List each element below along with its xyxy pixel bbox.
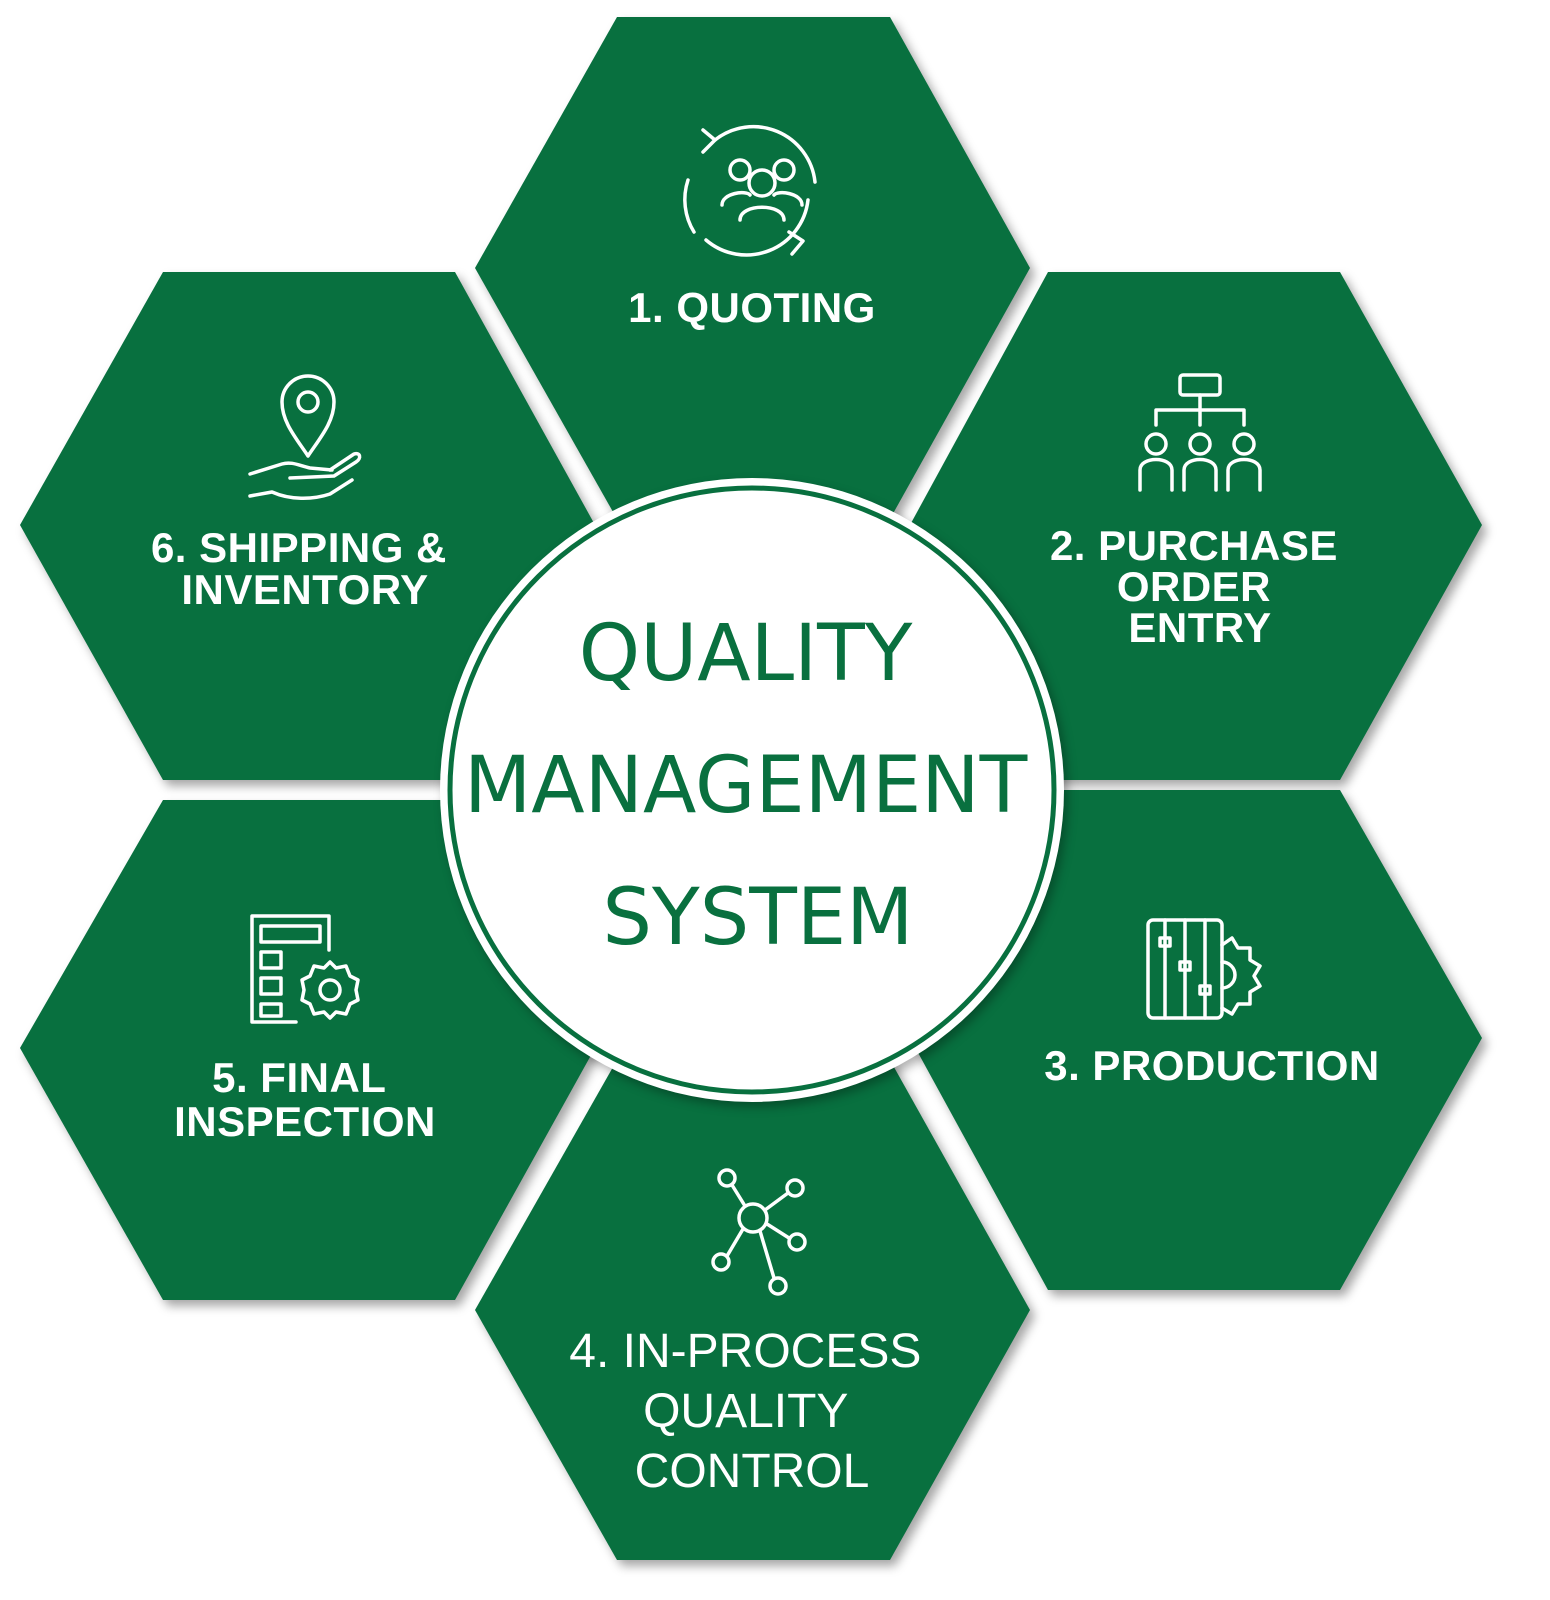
hex-purchase-order bbox=[910, 272, 1482, 780]
step-in-process-qc: 4. IN-PROCESS QUALITY CONTROL bbox=[475, 1060, 1030, 1560]
org-chart-icon bbox=[1138, 373, 1262, 492]
step-label-final-inspection: 5. FINAL INSPECTION bbox=[174, 1054, 436, 1145]
control-panel-gear-icon bbox=[1146, 918, 1262, 1020]
step-label-quoting: 1. QUOTING bbox=[628, 284, 876, 331]
step-label-shipping-inventory: 6. SHIPPING & INVENTORY bbox=[151, 524, 459, 613]
step-label-purchase-order: 2. PURCHASE ORDER ENTRY bbox=[1050, 522, 1350, 651]
hex-in-process-qc bbox=[475, 1060, 1030, 1560]
hex-final-inspection bbox=[20, 800, 595, 1300]
step-label-in-process-qc: 4. IN-PROCESS QUALITY CONTROL bbox=[569, 1325, 934, 1498]
location-hand-icon bbox=[248, 374, 362, 500]
step-purchase-order-entry: 2. PURCHASE ORDER ENTRY bbox=[910, 272, 1482, 780]
center-title: QUALITY MANAGEMENT SYSTEM bbox=[464, 609, 1052, 963]
hex-production bbox=[910, 790, 1482, 1290]
hex-quoting bbox=[475, 17, 1030, 519]
center-hub: QUALITY MANAGEMENT SYSTEM bbox=[440, 478, 1064, 1102]
team-cycle-icon bbox=[683, 125, 817, 257]
step-shipping-inventory: 6. SHIPPING & INVENTORY bbox=[20, 272, 595, 780]
center-disc bbox=[440, 478, 1064, 1102]
step-final-inspection: 5. FINAL INSPECTION bbox=[20, 800, 595, 1300]
step-production: 3. PRODUCTION bbox=[910, 790, 1482, 1290]
hex-shipping-inventory bbox=[20, 272, 595, 780]
center-ring bbox=[447, 485, 1057, 1095]
network-nodes-icon bbox=[711, 1168, 807, 1296]
step-label-production: 3. PRODUCTION bbox=[1044, 1042, 1380, 1089]
form-gear-icon bbox=[250, 914, 360, 1024]
step-quoting: 1. QUOTING bbox=[475, 17, 1030, 519]
